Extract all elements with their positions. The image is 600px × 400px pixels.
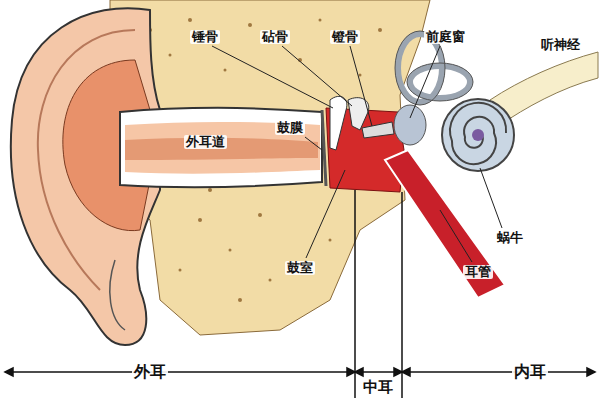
part-label: 前庭窗 [424, 30, 467, 45]
part-label: 中耳 [361, 379, 395, 396]
part-label: 内耳 [512, 363, 548, 381]
part-label: 耳管 [463, 265, 493, 280]
part-label: 蜗牛 [495, 231, 525, 246]
semicircular-canals [398, 34, 470, 102]
part-label: 外耳道 [184, 135, 227, 150]
cochlea [442, 99, 514, 171]
part-label: 锤骨 [190, 30, 220, 45]
malleus [330, 96, 347, 150]
part-label: 砧骨 [260, 30, 290, 45]
leader-lines [212, 46, 502, 262]
vestibule [394, 105, 426, 145]
eardrum [322, 110, 326, 186]
part-label: 外耳 [132, 363, 168, 381]
cochlea-core [472, 129, 484, 141]
stapes [362, 122, 394, 138]
part-label: 听神经 [539, 38, 582, 53]
part-label: 鼓膜 [275, 121, 305, 136]
ear-canal [120, 108, 322, 188]
eustachian-tube [385, 150, 505, 298]
earlobe-fold [110, 260, 125, 330]
temporal-bone [110, 0, 430, 335]
part-label: 鼓室 [285, 261, 315, 276]
region-brackets [5, 190, 595, 398]
cochlea-spiral [450, 103, 506, 164]
part-label: 镫骨 [330, 30, 360, 45]
